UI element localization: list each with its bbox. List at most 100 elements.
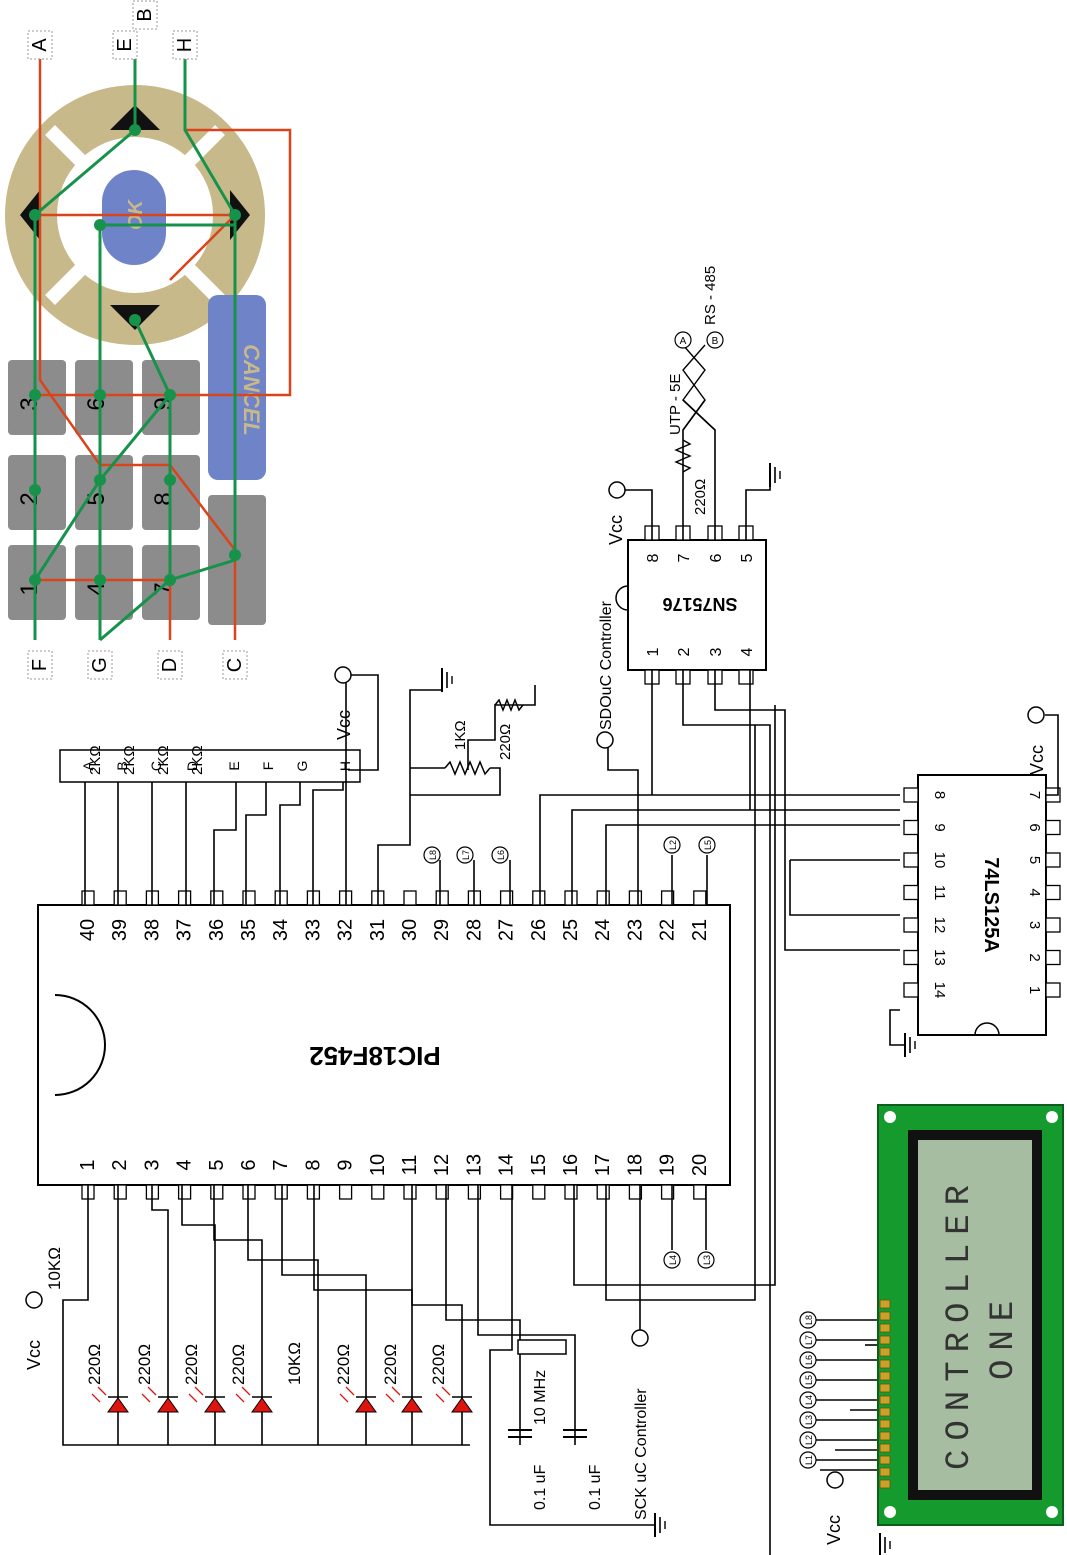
mcu-pin-number: 39: [109, 919, 131, 941]
mcu-pins: 1402393384375366357348339321031113012291…: [77, 890, 711, 1200]
wiring: [62, 399, 1059, 1555]
mid-resistor-label: 10KΩ: [285, 1342, 304, 1385]
pullup-label-4: 2KΩ: [189, 745, 206, 775]
lcd-line-1: CONTROLLER: [941, 1176, 979, 1470]
mcu-pin-number: 18: [624, 1154, 646, 1176]
vcc-label-lcd: Vcc: [824, 1515, 844, 1545]
mcu-pin-left: [628, 1184, 643, 1200]
crystal-label: 10 MHz: [532, 1370, 549, 1425]
mcu-pin-right: [628, 890, 643, 906]
lcd-pin: [879, 1455, 891, 1465]
mcu-pin-right: [210, 890, 224, 906]
led-res-label-4: 220Ω: [229, 1344, 248, 1385]
mcu-pin-number: 35: [238, 919, 260, 941]
mcu-pin-number: 23: [624, 919, 646, 941]
pullup-label-2: 2KΩ: [121, 745, 138, 775]
mcu-pin-right: [564, 890, 578, 906]
led-res-label-5: 220Ω: [334, 1344, 353, 1385]
rs485-label: RS - 485: [702, 266, 719, 325]
mcu-pin-number: 11: [399, 1155, 421, 1176]
lcd-pin: [879, 1431, 891, 1441]
lcd-node-label: L5: [703, 840, 713, 850]
vcc-label-pot: Vcc: [334, 710, 354, 740]
mcu-pin-left: [564, 1184, 578, 1200]
mcu-pin-number: 26: [528, 919, 550, 941]
vcc-circle-sn: [608, 481, 626, 499]
utp-label: UTP - 5E: [667, 374, 684, 435]
keypad-terminal: [157, 650, 183, 680]
ls-pin-right: [1045, 884, 1061, 901]
header-label: F: [260, 762, 276, 771]
ls-pin-number: 3: [1026, 921, 1043, 929]
header-label: D: [184, 761, 200, 771]
lcd-pin: [879, 1467, 891, 1477]
mcu-pin-number: 3: [141, 1159, 163, 1170]
sdo-circle: [596, 731, 614, 749]
mcu-pin-number: 2: [109, 1159, 131, 1170]
numeric-key[interactable]: [75, 455, 133, 530]
lcd-node-label: L3: [702, 1255, 712, 1265]
mcu-pin-right: [660, 890, 675, 906]
mcu-pin-number: 8: [302, 1159, 324, 1170]
ls-pin-number: 12: [931, 917, 948, 934]
keypad-terminal-label: B: [134, 8, 156, 21]
keypad-node: [29, 484, 41, 496]
header-label: H: [337, 761, 353, 771]
lcd-node-label: L6: [496, 850, 506, 860]
mcu-pin-left: [532, 1184, 546, 1200]
lcd-node-label: L8: [804, 1315, 814, 1325]
ls-pin-number: 1: [1026, 986, 1043, 994]
keypad-terminal-label: F: [29, 659, 51, 671]
lcd-node-marker: [491, 846, 509, 864]
numeric-key-label: 4: [83, 582, 110, 595]
mcu-pin-number: 40: [77, 919, 99, 941]
mcu-pin-number: 9: [335, 1159, 357, 1170]
lcd-node-marker: [663, 836, 681, 854]
mcu-pin-number: 17: [592, 1154, 614, 1176]
mcu-pin-number: 5: [206, 1159, 228, 1170]
lcd-node-marker: [663, 1251, 681, 1269]
sn-pin-number: 3: [708, 647, 725, 656]
keypad-node: [164, 574, 176, 586]
mcu-pin-number: 19: [657, 1154, 679, 1176]
mcu-pin-number: 31: [367, 919, 389, 941]
ls-pin-left: [903, 819, 919, 836]
mcu-pin-number: 20: [689, 1154, 711, 1176]
keypad-node: [94, 574, 106, 586]
mcu-pin-left: [693, 1184, 707, 1200]
ls-pin-number: 14: [931, 982, 948, 999]
keypad-node: [94, 474, 106, 486]
pot-label: 1KΩ: [452, 720, 469, 750]
lcd-node-label: L7: [804, 1335, 814, 1345]
pot-series-label: 220Ω: [497, 724, 514, 760]
crystal: [517, 1339, 567, 1355]
mcu-pin-right: [274, 890, 288, 906]
ls-pin-number: 6: [1026, 823, 1043, 831]
mcu-pin-number: 22: [657, 919, 679, 941]
cancel-button[interactable]: [208, 295, 266, 480]
cap-label-2: 0.1 uF: [587, 1464, 604, 1510]
mcu-pin-left: [210, 1184, 224, 1200]
sdo-label: SDOuC Controller: [598, 600, 615, 730]
ls-pin-right: [1045, 819, 1061, 836]
lcd-node-label: L2: [668, 840, 678, 850]
keypad-terminal-label: C: [224, 658, 246, 672]
ls-pin-left: [903, 917, 919, 933]
keypad-terminal-label: H: [174, 38, 196, 52]
mcu-pin-right: [403, 890, 417, 906]
header-label: G: [294, 761, 310, 772]
node-a-circle: [674, 331, 692, 349]
vcc-label-sn: Vcc: [606, 515, 626, 545]
pullup-label-3: 2KΩ: [155, 745, 172, 775]
ok-button[interactable]: [102, 170, 166, 265]
vcc-circle-pot: [334, 666, 352, 684]
header-label: A: [80, 761, 96, 771]
sn-pin-number: 4: [739, 647, 756, 656]
mclr-resistor-label: 10KΩ: [45, 1247, 64, 1290]
lcd-node-label: L7: [461, 850, 471, 860]
lcd-node-label: L5: [804, 1375, 814, 1385]
